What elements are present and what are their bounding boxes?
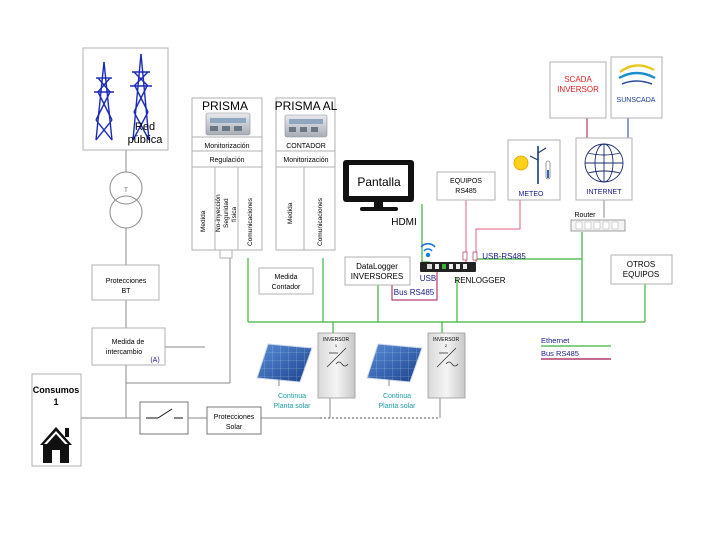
equipos-rs485-label-1: EQUIPOS: [450, 178, 482, 185]
equipos-rs485-label-2: RS485: [455, 188, 477, 195]
meteo-label: METEO: [519, 191, 544, 198]
inverter-2-title: INVERSOR: [433, 337, 460, 343]
medida-intercambio-label-2: intercambio: [106, 349, 142, 356]
prisma-al-col-comunicaciones: Comunicaciones: [317, 197, 324, 246]
scada-inversor-label-2: INVERSOR: [557, 85, 599, 94]
equipos-rs485-box: [436, 171, 496, 201]
prisma-title: PRISMA: [202, 99, 248, 113]
sunscada-label: SUNSCADA: [617, 97, 656, 104]
monitor-icon: [343, 160, 414, 211]
medida-contador-label-2: Contador: [272, 284, 301, 291]
power-lines: [81, 150, 441, 419]
bus-rs485-label: Bus RS485: [394, 288, 435, 297]
transformer-label: T: [124, 188, 128, 194]
house-icon: [40, 427, 72, 463]
medida-intercambio-tag: (A): [150, 357, 159, 364]
datalogger-box: [344, 256, 411, 286]
medida-intercambio-label-1: Medida de: [112, 339, 145, 346]
solar-2-label-2: Planta solar: [379, 403, 417, 410]
solar-1-label-1: Continua: [278, 393, 306, 400]
protecciones-solar-label-1: Protecciones: [214, 414, 255, 421]
red-publica: [82, 47, 169, 151]
solar-panel-2-icon: [366, 343, 423, 386]
hdmi-label: HDMI: [391, 217, 417, 228]
prisma-col-fisica: física: [231, 206, 238, 222]
weather-station-icon: [513, 146, 551, 184]
power-tower-icon: [94, 53, 152, 141]
protecciones-bt-label-1: Protecciones: [106, 278, 147, 285]
solar-1-label-2: Planta solar: [274, 403, 312, 410]
consumos-label-2: 1: [53, 397, 58, 407]
internet-label: INTERNET: [587, 189, 623, 196]
usb-rs485-lines: [465, 200, 521, 262]
medida-contador-label-1: Medida: [275, 274, 298, 281]
scada-inversor-label-1: SCADA: [564, 75, 592, 84]
solar-panel-1-icon: [256, 343, 313, 386]
transformer-icon: [109, 171, 143, 229]
datalogger-label-2: INVERSORES: [351, 272, 403, 281]
prisma-al-title: PRISMA AL: [275, 99, 338, 113]
renlogger-label: RENLOGGER: [454, 276, 505, 285]
sunscada-logo-icon: [618, 64, 656, 85]
meteo-box: [507, 139, 561, 201]
solar-2-label-1: Continua: [383, 393, 411, 400]
protecciones-solar-label-2: Solar: [226, 424, 243, 431]
usb-label: USB: [420, 274, 436, 283]
renlogger-device: [420, 251, 478, 272]
scada-inversor-box: [549, 61, 607, 119]
red-publica-label-2: pública: [128, 134, 164, 146]
inverter-1-num: 1: [335, 343, 338, 348]
globe-icon: [584, 143, 624, 183]
otros-equipos-box: [610, 254, 673, 285]
inverter-1-title: INVERSOR: [323, 337, 350, 343]
prisma-row-regulacion: Regulación: [209, 157, 244, 164]
red-publica-label-1: Red: [135, 121, 155, 133]
prisma-col-seguridad: Seguridad: [223, 198, 230, 228]
otros-equipos-label-1: OTROS: [627, 260, 655, 269]
legend: [541, 345, 611, 360]
prisma-al-row-monitorizacion: Monitorización: [283, 157, 328, 164]
prisma-al-device: [275, 97, 336, 251]
protecciones-bt-box: [91, 264, 160, 301]
sunscada-box: [610, 56, 663, 119]
usb-rs485-label: USB-RS485: [482, 252, 526, 261]
prisma-al-col-medida: Medida: [287, 202, 294, 224]
protecciones-bt-label-2: BT: [122, 288, 132, 295]
router-icon: [570, 219, 626, 232]
protecciones-solar-box: [206, 406, 262, 435]
prisma-al-subtitle: CONTADOR: [286, 143, 326, 150]
ethernet-lines: [247, 204, 646, 333]
inverter-2: [427, 332, 466, 399]
prisma-col-no-inyeccion: No-inyección: [215, 194, 222, 232]
wifi-icon: [420, 242, 436, 258]
switch-icon: [146, 408, 183, 419]
inverter-2-num: 2: [445, 343, 448, 348]
prisma-col-comunicaciones: Comunicaciones: [247, 197, 254, 246]
medida-contador-box: [258, 267, 314, 295]
legend-rs485: Bus RS485: [541, 349, 579, 358]
otros-equipos-label-2: EQUIPOS: [623, 270, 659, 279]
prisma-device: [191, 97, 263, 259]
medida-intercambio-box: [91, 327, 166, 366]
prisma-col-medida: Medida: [200, 210, 207, 232]
inverter-1: [317, 332, 356, 399]
consumos-label-1: Consumos: [33, 385, 80, 395]
router-label: Router: [574, 212, 596, 219]
rs485-lines: [391, 270, 438, 301]
pantalla-label: Pantalla: [357, 175, 401, 189]
datalogger-label-1: DataLogger: [356, 262, 398, 271]
prisma-row-monitorizacion: Monitorización: [204, 143, 249, 150]
legend-ethernet: Ethernet: [541, 336, 570, 345]
